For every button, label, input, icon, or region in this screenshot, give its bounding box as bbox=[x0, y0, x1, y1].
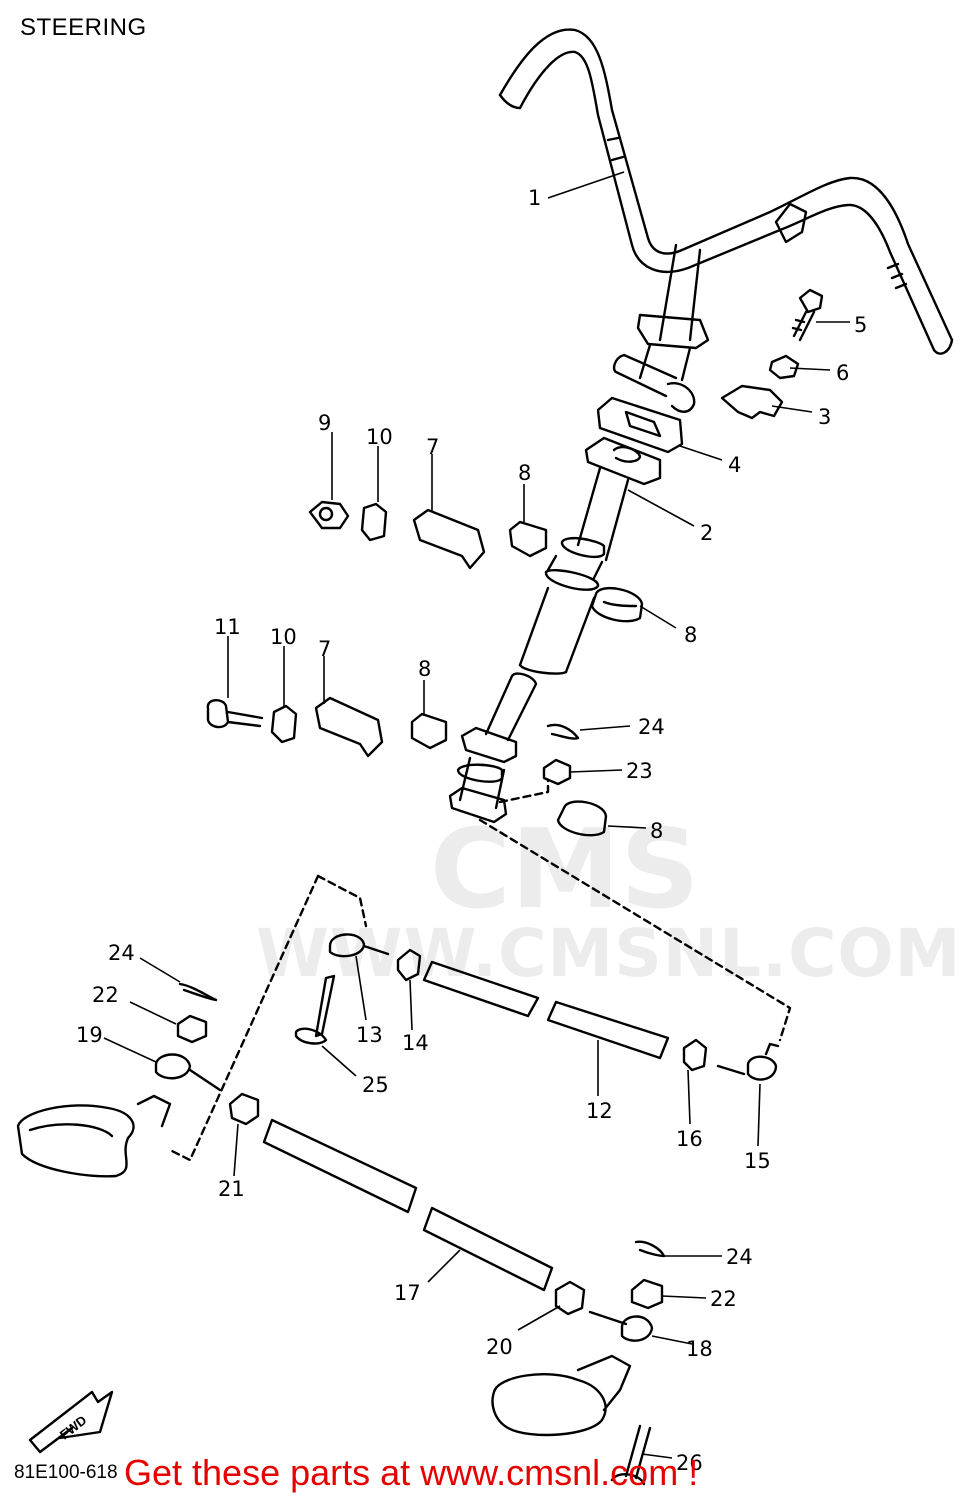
callout: 24 bbox=[726, 1245, 753, 1269]
holder-4 bbox=[596, 396, 684, 454]
callout: 22 bbox=[710, 1287, 737, 1311]
callout: 6 bbox=[836, 361, 849, 385]
rod-12-a bbox=[422, 960, 540, 1018]
callout: 8 bbox=[650, 819, 663, 843]
nut-21 bbox=[228, 1092, 260, 1126]
bolt-11 bbox=[206, 699, 264, 729]
callout: 4 bbox=[728, 453, 741, 477]
callout: 10 bbox=[366, 425, 393, 449]
bolt-5 bbox=[791, 288, 824, 342]
callout: 22 bbox=[92, 983, 119, 1007]
callout: 23 bbox=[626, 759, 653, 783]
knuckle-arm-left bbox=[16, 1104, 135, 1178]
callout: 8 bbox=[684, 623, 697, 647]
callout: 26 bbox=[676, 1451, 703, 1475]
joint-shaft bbox=[612, 353, 678, 398]
callout: 8 bbox=[418, 657, 431, 681]
tie-rod-end-15 bbox=[716, 1042, 780, 1081]
callout: 11 bbox=[214, 615, 241, 639]
callout: 7 bbox=[426, 435, 439, 459]
bushing-8-b bbox=[590, 586, 644, 623]
cotter-pin-24-a bbox=[546, 723, 580, 740]
cotter-pin-24-b bbox=[178, 982, 218, 1002]
page-title: STEERING bbox=[20, 14, 147, 41]
callout: 5 bbox=[854, 313, 867, 337]
rod-12-b bbox=[546, 1000, 670, 1060]
handlebar bbox=[498, 28, 954, 382]
callout: 12 bbox=[586, 1099, 613, 1123]
bolt-26 bbox=[610, 1424, 652, 1486]
callout: 18 bbox=[686, 1337, 713, 1361]
watermark-url: WWW.CMSNL.COM bbox=[256, 915, 962, 992]
callout: 8 bbox=[518, 461, 531, 485]
callout: 24 bbox=[638, 715, 665, 739]
callout: 20 bbox=[486, 1335, 513, 1359]
bolt-25 bbox=[294, 974, 336, 1045]
nut-23 bbox=[542, 758, 572, 786]
callout: 9 bbox=[318, 411, 331, 435]
fwd-arrow bbox=[28, 1390, 114, 1454]
nut-6 bbox=[768, 354, 800, 380]
nut-14 bbox=[396, 948, 422, 982]
callout: 7 bbox=[318, 637, 331, 661]
lower-column bbox=[448, 672, 538, 824]
bushing-8-d bbox=[556, 800, 608, 837]
callout: 3 bbox=[818, 405, 831, 429]
callout: 24 bbox=[108, 941, 135, 965]
nut-22-b bbox=[630, 1278, 664, 1310]
callout-numbers: 1 2 3 4 5 6 7 7 8 8 8 8 9 10 10 11 12 13… bbox=[76, 186, 867, 1475]
nut-9 bbox=[308, 500, 350, 530]
clamp-7-top bbox=[412, 508, 486, 570]
washer-10-top bbox=[360, 502, 388, 542]
callout: 19 bbox=[76, 1023, 103, 1047]
knuckle-arm-right bbox=[491, 1373, 607, 1437]
nut-22-a bbox=[176, 1014, 208, 1044]
diagram-code: 81E100-618 bbox=[14, 1462, 118, 1483]
ball-joint-18 bbox=[588, 1310, 654, 1342]
callout: 10 bbox=[270, 625, 297, 649]
promo-link[interactable]: Get these parts at www.cmsnl.com ! bbox=[124, 1452, 699, 1493]
clamp-3 bbox=[720, 384, 784, 420]
rod-17-a bbox=[262, 1118, 418, 1214]
callout: 16 bbox=[676, 1127, 703, 1151]
bushing-8-c bbox=[410, 712, 448, 750]
watermark-brand: CMS bbox=[430, 805, 700, 933]
callout: 13 bbox=[356, 1023, 383, 1047]
callout: 14 bbox=[402, 1031, 429, 1055]
nut-16 bbox=[682, 1038, 708, 1072]
rod-17-b bbox=[422, 1206, 554, 1292]
nut-20 bbox=[554, 1280, 586, 1316]
ball-joint-13 bbox=[328, 933, 390, 958]
callout: 1 bbox=[528, 186, 541, 210]
callout: 2 bbox=[700, 521, 713, 545]
washer-10-bottom bbox=[270, 704, 298, 744]
callout: 15 bbox=[744, 1149, 771, 1173]
steering-column-2 bbox=[518, 436, 662, 675]
callout: 25 bbox=[362, 1073, 389, 1097]
callout: 17 bbox=[394, 1281, 421, 1305]
cotter-pin-24-c bbox=[634, 1240, 666, 1258]
ball-joint-19 bbox=[154, 1053, 222, 1092]
bushing-8-a bbox=[508, 520, 548, 558]
callout: 21 bbox=[218, 1177, 245, 1201]
clamp-7-bottom bbox=[314, 696, 384, 758]
